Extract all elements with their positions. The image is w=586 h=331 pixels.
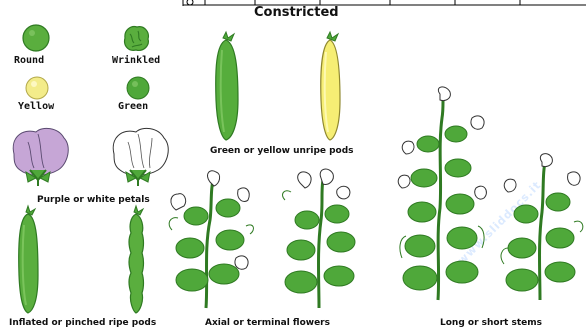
constricted-label: Constricted: [254, 5, 339, 20]
ripe-pods-label: Inflated or pinched ripe pods: [9, 318, 156, 328]
short-stem-plant-icon: [496, 152, 586, 302]
flowers-label: Axial or terminal flowers: [205, 318, 330, 328]
petals-label: Purple or white petals: [37, 195, 150, 205]
unripe-pods-label: Green or yellow unripe pods: [210, 146, 354, 156]
round-label: Round: [14, 55, 44, 66]
purple-flower-icon: [8, 124, 78, 189]
terminal-flowers-plant-icon: [275, 170, 365, 310]
green-unripe-pod-icon: [212, 30, 252, 140]
long-stem-plant-icon: [392, 88, 492, 303]
stems-label: Long or short stems: [440, 318, 542, 328]
yellow-label: Yellow: [18, 101, 54, 112]
axial-flowers-plant-icon: [166, 170, 256, 310]
yellow-unripe-pod-icon: [316, 30, 356, 140]
pinched-ripe-pod-icon: [122, 205, 162, 315]
inflated-ripe-pod-icon: [14, 205, 54, 315]
green-label: Green: [118, 101, 148, 112]
wrinkled-label: Wrinkled: [112, 55, 160, 66]
